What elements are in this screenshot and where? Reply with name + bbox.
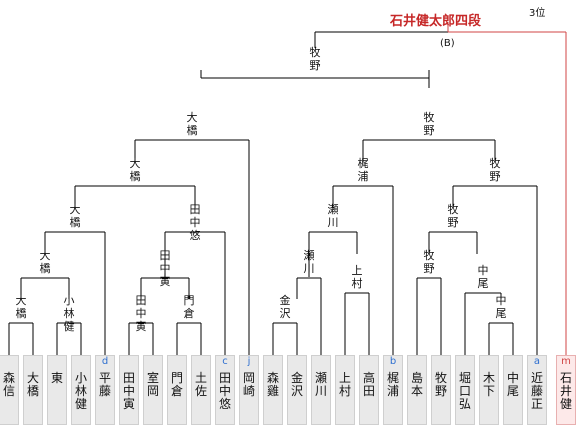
player-name: 田中寅 — [122, 371, 135, 411]
player-name: 森雞 — [266, 371, 279, 398]
winner-label: 大橋 — [69, 203, 81, 229]
winner-label: 金沢 — [279, 294, 291, 320]
seed-symbol: b — [389, 356, 397, 367]
player-name: 近藤正 — [530, 371, 543, 411]
player-name: 高田 — [362, 371, 375, 398]
winner-label: 梶浦 — [357, 157, 369, 183]
champion-title: 石井健太郎四段 — [390, 14, 482, 29]
winner-label: 田中悠 — [189, 203, 201, 242]
player-name: 瀬川 — [314, 371, 327, 398]
player-name: 大橋 — [26, 371, 39, 398]
seed-symbol: d — [101, 356, 109, 367]
winner-label: 小林健 — [63, 294, 75, 333]
player-name: 門倉 — [170, 371, 183, 398]
winner-label: 牧野 — [423, 249, 435, 275]
player-name: 中尾 — [506, 371, 519, 398]
winner-label: 大橋 — [186, 111, 198, 137]
winner-label: 門倉 — [183, 294, 195, 320]
player-name: 島本 — [410, 371, 423, 398]
player-name: 金沢 — [290, 371, 303, 398]
winner-label: 大橋 — [39, 249, 51, 275]
player-box — [47, 355, 67, 425]
winner-label: 瀬川 — [327, 203, 339, 229]
winner-label: 田中寅 — [135, 294, 147, 333]
seed-symbol: c — [222, 356, 228, 367]
player-name: 小林健 — [74, 371, 87, 411]
winner-label: 大橋 — [15, 294, 27, 320]
winner-label: 牧野 — [309, 46, 321, 72]
player-name: 平藤 — [98, 371, 111, 398]
winner-label: 中尾 — [495, 294, 507, 320]
player-name: 室岡 — [146, 371, 159, 398]
winner-label: 上村 — [351, 264, 363, 290]
player-name: 土佐 — [194, 371, 207, 398]
player-name: 木下 — [482, 371, 495, 398]
winner-label: 田中寅 — [159, 249, 171, 288]
player-name: 上村 — [338, 371, 351, 398]
seed-symbol: m — [561, 356, 571, 367]
player-name: 東 — [50, 371, 63, 385]
winner-label: 大橋 — [129, 157, 141, 183]
result-note: 3位 — [529, 8, 546, 19]
winner-label: 瀬川 — [303, 249, 315, 275]
player-name: 牧野 — [434, 371, 447, 398]
player-name: 堀口弘 — [458, 371, 471, 411]
player-name: 森信 — [2, 371, 15, 398]
winner-label: 牧野 — [423, 111, 435, 137]
player-name: 石井健 — [559, 371, 572, 411]
seed-symbol: a — [533, 356, 541, 367]
player-name: 梶浦 — [386, 371, 399, 398]
player-name: 岡崎 — [242, 371, 255, 398]
winner-label: 牧野 — [489, 157, 501, 183]
winner-label: 牧野 — [447, 203, 459, 229]
winner-label: 中尾 — [477, 264, 489, 290]
final-game-note: (B) — [440, 38, 455, 49]
seed-symbol: j — [247, 356, 251, 367]
player-name: 田中悠 — [218, 371, 231, 411]
